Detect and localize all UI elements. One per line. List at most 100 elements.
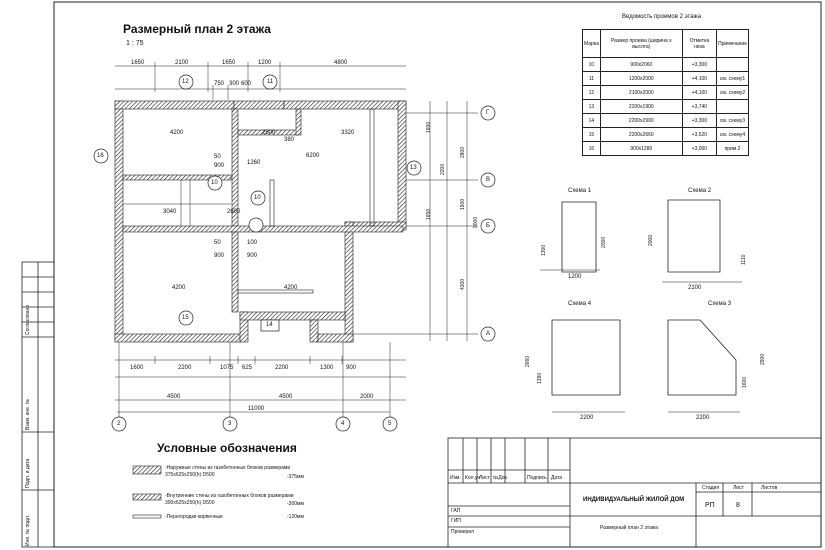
room-number: 16 [97, 153, 104, 159]
dim-axis-bottom: 2000 [360, 394, 374, 400]
schedule-title: Ведомость проемов 2 этажа [622, 14, 701, 20]
schedule-cell: 13 [582, 99, 601, 114]
dim-top-small: 750 [214, 81, 225, 87]
scheme-height: 2000 [601, 236, 607, 248]
schedule-cell: +4,100 [681, 85, 718, 100]
legend-title: Условные обозначения [157, 441, 297, 455]
side-stamp-label: Согласовано [25, 304, 31, 335]
scheme-height: 1600 [742, 376, 748, 388]
scheme-height: 1300 [541, 244, 547, 256]
axis-number: 4 [341, 421, 345, 427]
dim-bottom: 2200 [275, 365, 289, 371]
axis-letter: Б [486, 223, 490, 229]
schedule-header: Отметка низа [681, 29, 718, 58]
dim-bottom: 1075 [220, 365, 234, 371]
plan-title: Размерный план 2 этажа [123, 22, 271, 36]
room-tags [93, 74, 422, 332]
dim-right: 1650 [426, 121, 432, 133]
schedule-cell: +3,520 [681, 127, 718, 142]
schedule-cell: +3,300 [681, 57, 718, 72]
room-number: 11 [267, 79, 274, 85]
schedule-cell: 900x1280 [599, 141, 683, 156]
axis-letter: Г [486, 110, 490, 116]
tb-role: Проверил [451, 529, 475, 535]
legend-item-partition: -Перегородки кирпичные [165, 514, 223, 520]
tb-header: Кол.уч [465, 475, 480, 481]
dim-inner: 4200 [284, 285, 298, 291]
dim-right-total: 9000 [473, 216, 479, 228]
scheme-height: 2000 [648, 234, 654, 246]
opening-schemes [540, 199, 742, 413]
dim-bottom: 1600 [130, 365, 144, 371]
dim-inner: 50 [214, 240, 221, 246]
dim-inner: 2500 [262, 130, 276, 136]
scheme-width: 2200 [580, 415, 594, 421]
schedule-cell: прим.2 [716, 141, 749, 156]
tb-header: Лист [479, 475, 490, 481]
dim-inner: 6200 [306, 153, 320, 159]
axis-number: 3 [228, 421, 232, 427]
scheme-height: 2660 [525, 355, 531, 367]
dim-bottom: 900 [346, 365, 357, 371]
schedule-cell: 14 [582, 113, 601, 128]
schedule-cell: 11 [582, 71, 601, 86]
scheme-label: Схема 1 [568, 188, 592, 194]
tb-role: ГАП [451, 508, 461, 514]
schedule-cell: 2200x2660 [599, 127, 683, 142]
dim-inner: 100 [247, 240, 258, 246]
scheme-width: 2100 [688, 285, 702, 291]
scheme-label: Схема 3 [708, 301, 732, 307]
room-number: 13 [410, 165, 417, 171]
dim-top: 1650 [131, 60, 145, 66]
axis-letter: А [486, 331, 491, 337]
tb-sheet-name: Размерный план 2 этажа [600, 525, 659, 531]
scheme-label: Схема 4 [568, 301, 592, 307]
axis-number: 5 [388, 421, 392, 427]
tb-role: ГИП [451, 518, 461, 524]
schedule-cell: +3,300 [681, 113, 718, 128]
dim-top: 4800 [334, 60, 348, 66]
schedule-cell: см. схему3 [716, 113, 749, 128]
schedule-cell: +3,000 [681, 141, 718, 156]
side-stamp [21, 261, 55, 548]
schedule-header: Примечание [716, 29, 749, 58]
dim-inner: 900 [247, 253, 258, 259]
dim-inner: 2600 [227, 209, 241, 215]
schedule-cell: 12 [582, 85, 601, 100]
tb-project: ИНДИВИДУАЛЬНЫЙ ЖИЛОЙ ДОМ [583, 497, 685, 503]
legend-thickness: -120мм [287, 514, 304, 520]
side-stamp-label: Подп. и дата [25, 458, 31, 488]
legend-thickness: -300мм [287, 501, 304, 507]
room-number: 15 [182, 315, 189, 321]
schedule-cell [716, 99, 749, 114]
openings-schedule: Марка Размер проема (ширина x высота) От… [582, 29, 749, 156]
scheme-height: 2900 [760, 353, 766, 365]
side-stamp-label: Взам. инв. № [25, 399, 31, 430]
dim-bottom: 1300 [320, 365, 334, 371]
tb-sheet-no: 8 [736, 502, 740, 509]
tb-header: Изм. [450, 475, 461, 481]
dim-axis-bottom: 4500 [167, 394, 181, 400]
scheme-width: 2200 [696, 415, 710, 421]
schedule-header: Размер проема (ширина x высота) [599, 29, 683, 58]
dim-right-total: 2200 [440, 163, 446, 175]
tb-stage-label: Стадия [702, 485, 720, 491]
title-block [447, 437, 822, 548]
axis-letter: В [486, 177, 491, 183]
dim-inner: 3320 [341, 130, 355, 136]
tb-header: №Док. [493, 475, 509, 481]
dim-inner: 4200 [170, 130, 184, 136]
schedule-cell: см. схему2 [716, 85, 749, 100]
schedule-cell: 900x2060 [599, 57, 683, 72]
schedule-cell: 10 [582, 57, 601, 72]
room-number: 12 [182, 79, 189, 85]
tb-sheet-label: Лист [733, 485, 744, 491]
schedule-header: Марка [582, 29, 601, 58]
schedule-cell: см. схему1 [716, 71, 749, 86]
schedule-cell: 2100x2000 [599, 85, 683, 100]
legend-item-inner: -Внутренние стены из газобетонных блоков… [165, 493, 294, 506]
dim-top: 1200 [258, 60, 272, 66]
dim-inner: 3040 [163, 209, 177, 215]
legend-thickness: -375мм [287, 474, 304, 480]
